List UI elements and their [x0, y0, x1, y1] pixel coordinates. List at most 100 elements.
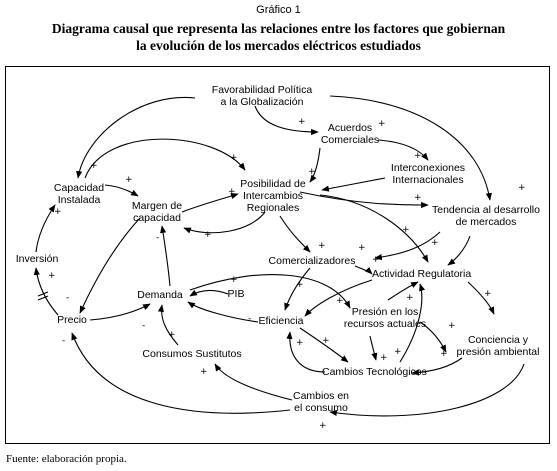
sign-plus: + [406, 293, 414, 303]
node-label: Comercializadores [268, 255, 356, 267]
node-label: capacidad [133, 212, 181, 224]
node-label: Presión en los [351, 306, 419, 318]
node-comercializadores: Comercializadores [266, 255, 358, 267]
sign-plus: + [200, 367, 208, 377]
sign-plus: + [440, 349, 448, 359]
node-posibilidad-intercambios: Posibilidad de Intercambios Regionales [236, 178, 310, 214]
sign-minus: - [156, 233, 159, 243]
node-label: Tendencia al desarrollo [432, 204, 540, 216]
node-actividad-regulatoria: Actividad Regulatoria [372, 268, 472, 280]
node-label: Intercambios [242, 190, 304, 202]
sign-plus: + [48, 271, 56, 281]
node-label: Cambios en [292, 390, 350, 402]
node-cambios-tecnologicos: Cambios Tecnológicos [322, 366, 427, 378]
node-label: Precio [57, 314, 87, 326]
node-label: Demanda [137, 289, 183, 301]
node-label: Conciencia y [467, 334, 529, 346]
edge-consumos-demanda [157, 304, 179, 346]
node-label: Regionales [246, 202, 300, 214]
node-cambios-consumo: Cambios en el consumo [288, 390, 354, 414]
node-label: Interconexiones [390, 162, 466, 174]
sign-minus: - [142, 321, 145, 331]
edge-cambiostec-actividad [399, 283, 426, 363]
node-demanda: Demanda [136, 289, 184, 301]
node-label: Cambios Tecnológicos [322, 366, 427, 378]
edge-cambiosconsumo-consumos [214, 363, 293, 401]
sign-plus: + [230, 153, 238, 163]
edge-conciencia-cambiostec [411, 357, 463, 376]
sign-plus: + [322, 336, 330, 346]
edge-actividad-conciencia [467, 281, 495, 315]
edge-pib-demanda [189, 289, 229, 297]
source-note: Fuente: elaboración propia. [6, 453, 127, 465]
polarity-signs: + + + + + + + + + + + + + + + + + + + + … [48, 117, 526, 431]
sign-plus: + [484, 289, 492, 299]
figure-title: Diagrama causal que representa las relac… [0, 20, 557, 54]
edge-precio-demanda [89, 303, 151, 321]
node-precio: Precio [52, 314, 92, 326]
edge-favorabilidad-capacidad [76, 96, 196, 179]
node-label: Eficiencia [258, 315, 304, 327]
sign-plus: + [414, 151, 422, 161]
edge-posibilidad-actividad [319, 194, 429, 263]
sign-minus: - [62, 336, 65, 346]
edge-tendencia-comercializadores [374, 231, 441, 261]
node-label: Posibilidad de [240, 178, 306, 190]
edge-tendencia-actividad [447, 235, 471, 266]
sign-plus: + [296, 280, 304, 290]
edge-cambiostec-eficiencia [286, 331, 326, 373]
sign-plus: + [318, 241, 326, 251]
node-consumos-sustitutos: Consumos Sustitutos [140, 348, 244, 360]
sign-plus: + [319, 421, 327, 431]
node-label: Instalada [57, 194, 101, 206]
edge-conciencia-cambiosconsumo [329, 363, 525, 417]
sign-plus: + [336, 296, 344, 306]
sign-plus: + [230, 275, 238, 285]
edge-cambiosconsumo-precio [71, 332, 291, 414]
node-interconexiones: Interconexiones Internacionales [383, 162, 473, 186]
edge-interconexiones-posibilidad [321, 177, 386, 192]
node-label: Consumos Sustitutos [142, 348, 242, 360]
node-label: el consumo [294, 402, 348, 414]
node-inversion: Inversión [14, 253, 60, 265]
node-label: PIB [227, 288, 245, 300]
sign-plus: + [448, 321, 456, 331]
sign-plus: + [168, 330, 176, 340]
sign-plus: + [358, 243, 366, 253]
edge-presion-conciencia [419, 321, 447, 353]
node-presion-recursos: Presión en los recursos actuales [340, 306, 430, 330]
sign-plus: + [90, 161, 98, 171]
edge-demanda-presion [189, 274, 351, 309]
node-label: a la Globalización [220, 96, 304, 108]
sign-plus: + [228, 187, 236, 197]
sign-plus: + [394, 347, 402, 357]
node-label: de mercados [455, 216, 517, 228]
diagram-frame [5, 66, 550, 444]
sign-plus: + [308, 167, 316, 177]
edge-presion-actividad [387, 281, 419, 301]
sign-plus: + [414, 193, 422, 203]
edge-comercializadores-actividad [354, 265, 373, 275]
sign-plus: + [204, 230, 212, 240]
edge-posibilidad-comercializadores [279, 215, 311, 253]
sign-minus: - [66, 293, 69, 303]
title-line-1: Diagrama causal que representa las relac… [51, 21, 506, 36]
edge-margen-posibilidad [181, 193, 239, 213]
edge-favorabilidad-tendencia [329, 95, 492, 201]
edge-eficiencia-cambiostec [299, 327, 349, 363]
sign-plus: + [431, 238, 439, 248]
node-label: Actividad Regulatoria [372, 268, 472, 280]
edge-acuerdos-interconexiones [377, 139, 429, 161]
node-acuerdos-comerciales: Acuerdos Comerciales [318, 122, 382, 146]
edge-acuerdos-posibilidad [309, 147, 321, 183]
node-eficiencia: Eficiencia [256, 315, 306, 327]
edge-favorabilidad-acuerdos [254, 105, 319, 136]
sign-plus: + [54, 207, 62, 217]
node-margen-capacidad: Margen de capacidad [127, 200, 187, 224]
edge-inversion-capacidad [35, 204, 56, 253]
edge-demanda-margen [160, 225, 171, 287]
title-line-2: la evolución de los mercados eléctricos … [136, 38, 421, 53]
edge-presion-cambiostec [369, 335, 378, 361]
node-label: Capacidad [53, 182, 105, 194]
